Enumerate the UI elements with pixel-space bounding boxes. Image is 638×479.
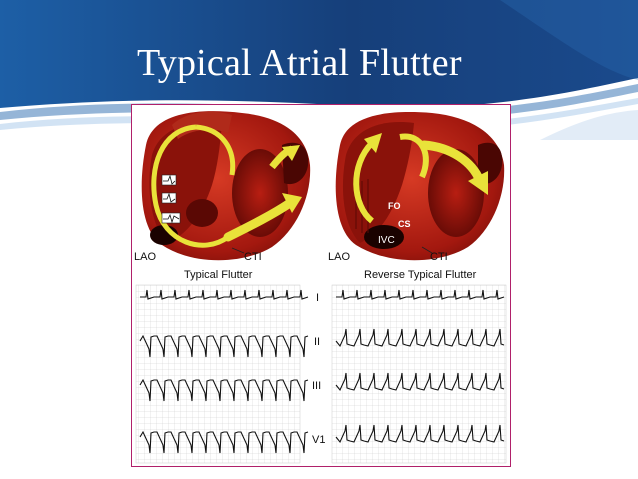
lead-label-III: III	[312, 380, 321, 392]
ecg-traces-reverse	[335, 289, 505, 444]
ivc-label: IVC	[378, 235, 395, 246]
ecg-grid-right	[331, 284, 507, 464]
ecg-traces-typical	[139, 289, 309, 454]
flutter-figure: LAO CTI Typical Flutter FO CS IV	[131, 104, 511, 467]
ecg-trace-reverse-I	[336, 289, 505, 300]
right-lao-label: LAO	[328, 251, 350, 263]
right-caption: Reverse Typical Flutter	[364, 269, 477, 281]
lead-label-I: I	[316, 292, 319, 304]
ecg-trace-reverse-II	[335, 328, 505, 348]
ecg-trace-typical-III	[139, 378, 309, 402]
left-lao-label: LAO	[134, 251, 156, 263]
right-cti-label: CTI	[430, 251, 448, 263]
lead-label-V1: V1	[312, 434, 325, 446]
figure-canvas: LAO CTI Typical Flutter FO CS IV	[134, 111, 507, 464]
ecg-trace-typical-II	[139, 334, 309, 358]
heart-illustration-reverse	[335, 112, 505, 261]
ecg-trace-typical-V1	[139, 430, 309, 454]
left-cti-label: CTI	[244, 251, 262, 263]
slide-title: Typical Atrial Flutter	[137, 42, 462, 84]
ecg-trace-typical-I	[140, 289, 309, 300]
lead-label-II: II	[314, 336, 320, 348]
left-caption: Typical Flutter	[184, 269, 253, 281]
ecg-trace-reverse-III	[335, 372, 505, 392]
ecg-trace-reverse-V1	[335, 424, 505, 444]
electrogram-markers	[161, 174, 181, 224]
ecg-grid-left	[135, 284, 301, 464]
fo-label: FO	[388, 201, 401, 211]
heart-illustration-typical	[141, 111, 311, 261]
cs-label: CS	[398, 219, 411, 229]
